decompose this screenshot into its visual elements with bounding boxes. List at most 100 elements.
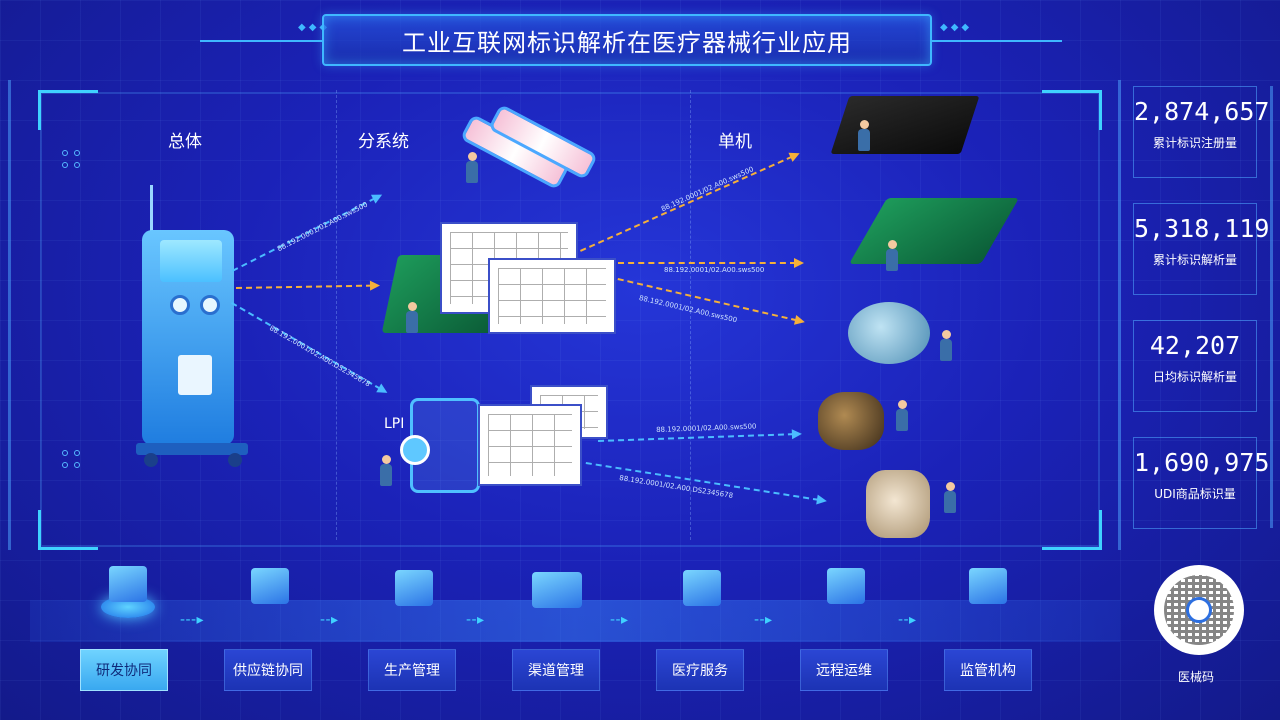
schematic-4: [478, 404, 582, 486]
stat-registered: 2,874,657 累计标识注册量: [1133, 86, 1270, 178]
worker-head: [898, 400, 907, 409]
supply-chain-icon: [251, 568, 289, 604]
arrow-label: 88.192.0001/02.A00.sws500: [664, 266, 765, 274]
worker-head: [946, 482, 955, 491]
pipeline-arrow: - - - ▸: [180, 612, 204, 628]
remote-ops-icon: [827, 568, 865, 604]
step-icon-rd: [98, 560, 158, 620]
frame-corner-br: [1042, 510, 1102, 550]
worker-chip: [858, 120, 870, 151]
stat-value: 1,690,975: [1134, 448, 1270, 477]
stat-label: 累计标识注册量: [1152, 136, 1237, 150]
machine-screen: [160, 240, 222, 282]
arrow-pcb-to-board: [618, 258, 804, 268]
title-box: 工业互联网标识解析在医疗器械行业应用: [322, 14, 932, 66]
tab-rd-collaboration[interactable]: 研发协同: [80, 649, 168, 691]
pipeline-arrow: - - ▸: [754, 612, 772, 628]
pipeline-arrow: - - ▸: [610, 612, 628, 628]
arrow-head: [816, 494, 828, 507]
worker-body: [858, 129, 870, 151]
machine-pump-right: [200, 295, 220, 315]
machine-base: [136, 443, 248, 455]
stat-resolved: 5,318,119 累计标识解析量: [1133, 203, 1269, 295]
worker-head: [408, 302, 417, 311]
divider-2: [690, 90, 691, 540]
machine-pump-left: [170, 295, 190, 315]
qr-label: 医械码: [1178, 670, 1215, 684]
dialyzer-tubes-image: [440, 103, 600, 198]
iv-pole: [150, 185, 153, 245]
worker-body: [940, 339, 952, 361]
worker-body: [896, 409, 908, 431]
step-icon-regulator: [958, 560, 1018, 620]
worker-pump: [944, 482, 956, 513]
arrow-head: [794, 258, 804, 268]
main-frame: [40, 92, 1100, 547]
lpi-label: LPI: [384, 416, 405, 432]
title-dots-left: ◆◆◆: [298, 22, 331, 33]
worker-head: [382, 455, 391, 464]
arrow-head: [791, 428, 803, 440]
stat-label: UDI商品标识量: [1154, 487, 1236, 501]
tab-supply-chain[interactable]: 供应链协同: [224, 649, 312, 691]
worker-tubes: [466, 152, 478, 183]
worker-lpi: [380, 455, 392, 486]
valve-image: [818, 392, 884, 450]
worker-head: [860, 120, 869, 129]
title-wing-right: [932, 40, 1062, 42]
worker-body: [886, 249, 898, 271]
worker-motor: [940, 330, 952, 361]
production-icon: [395, 570, 433, 606]
stat-value: 42,207: [1149, 331, 1241, 360]
dialysis-machine-image: [130, 185, 260, 470]
machine-panel: [178, 355, 212, 395]
lpi-pump-icon: [400, 435, 430, 465]
divider-1: [336, 90, 337, 540]
step-icon-supply: [240, 560, 300, 620]
qr-logo-icon: [1186, 597, 1212, 623]
step-icon-channel: [528, 560, 588, 620]
title-wing-left: [200, 40, 322, 42]
arrow-head: [369, 280, 381, 291]
frame-corner-tr: [1042, 90, 1102, 130]
stat-daily: 42,207 日均标识解析量: [1133, 320, 1257, 412]
page-title: 工业互联网标识解析在医疗器械行业应用: [402, 28, 852, 57]
motor-image: [848, 302, 930, 364]
dots-top-left: [62, 150, 80, 168]
step-icon-production: [384, 560, 444, 620]
pipeline-arrow: - - ▸: [320, 612, 338, 628]
worker-body: [944, 491, 956, 513]
schematic-2: [488, 258, 616, 334]
rd-icon: [109, 566, 147, 602]
worker-head: [468, 152, 477, 161]
worker-body: [406, 311, 418, 333]
column-label-subsystem: 分系统: [358, 132, 409, 152]
tab-medical-service[interactable]: 医疗服务: [656, 649, 744, 691]
machine-wheel-right: [228, 453, 242, 467]
step-icon-remote: [816, 560, 876, 620]
pipeline-arrow: - - ▸: [898, 612, 916, 628]
tab-remote-ops[interactable]: 远程运维: [800, 649, 888, 691]
frame-side-bar-left: [8, 80, 11, 550]
stat-label: 日均标识解析量: [1152, 370, 1237, 384]
stat-value: 2,874,657: [1134, 97, 1270, 126]
frame-corner-bl: [38, 510, 98, 550]
worker-body: [466, 161, 478, 183]
worker-valve: [896, 400, 908, 431]
worker-head: [942, 330, 951, 339]
worker-pcb: [406, 302, 418, 333]
tab-regulator[interactable]: 监管机构: [944, 649, 1032, 691]
tab-channel[interactable]: 渠道管理: [512, 649, 600, 691]
pipeline-arrow: - - ▸: [466, 612, 484, 628]
machine-wheel-left: [144, 453, 158, 467]
stat-label: 累计标识解析量: [1152, 253, 1237, 267]
stat-side-bar: [1270, 86, 1273, 528]
dots-bottom-left: [62, 450, 80, 468]
stat-udi: 1,690,975 UDI商品标识量: [1133, 437, 1270, 529]
qr-code[interactable]: [1154, 565, 1244, 655]
step-icon-medical: [672, 560, 732, 620]
truck-icon: [532, 572, 582, 608]
worker-head: [888, 240, 897, 249]
tab-production[interactable]: 生产管理: [368, 649, 456, 691]
medical-service-icon: [683, 570, 721, 606]
